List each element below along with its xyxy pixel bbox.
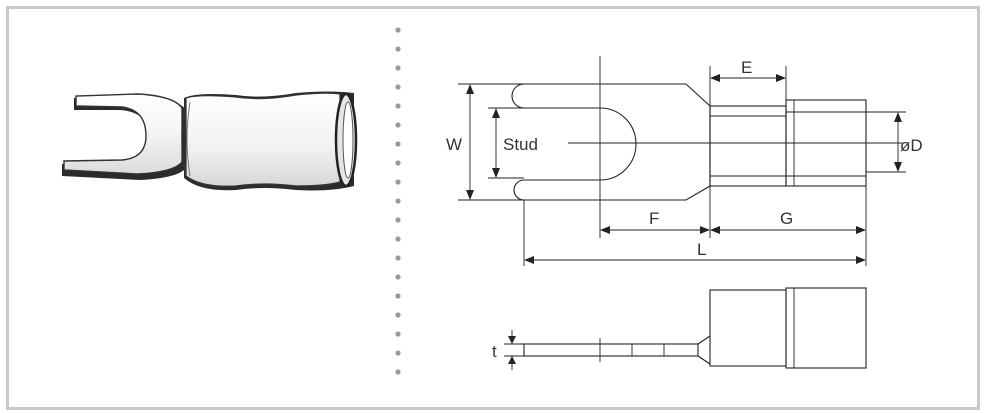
t-label: t (492, 342, 497, 361)
side-barrel-rear (709, 289, 787, 367)
divider-dot (395, 312, 401, 318)
f-label: F (649, 209, 659, 228)
divider-dot (395, 46, 401, 52)
divider-dot (395, 198, 401, 204)
sleeve-collar (181, 99, 187, 179)
divider-dots (395, 27, 401, 375)
divider-dot (395, 350, 401, 356)
divider-dot (395, 27, 401, 33)
fork-body (63, 93, 183, 175)
divider-dot (395, 65, 401, 71)
barrel-rear (709, 105, 787, 187)
w-label: W (446, 135, 462, 154)
top-view-drawing: W Stud øD E F G L (446, 56, 923, 266)
figure-frame (6, 6, 980, 410)
divider-dot (395, 331, 401, 337)
divider-dot (395, 122, 401, 128)
divider-dot (395, 103, 401, 109)
side-tongue (523, 343, 699, 357)
divider-dot (395, 179, 401, 185)
divider-dot (395, 141, 401, 147)
g-label: G (780, 209, 793, 228)
fork-outline (511, 83, 711, 201)
l-label: L (697, 240, 706, 259)
sleeve-face (185, 92, 341, 187)
divider-dot (395, 84, 401, 90)
divider-dot (395, 160, 401, 166)
e-label: E (741, 58, 752, 77)
divider-dot (395, 236, 401, 242)
side-view-drawing: t (492, 287, 867, 370)
stud-label: Stud (503, 135, 538, 154)
d-label: øD (900, 136, 923, 155)
divider-dot (395, 217, 401, 223)
side-barrel-sleeve (785, 287, 867, 369)
divider-dot (395, 369, 401, 375)
divider-dot (395, 293, 401, 299)
divider-dot (395, 274, 401, 280)
divider-dot (395, 255, 401, 261)
spade-terminal-illustration (62, 91, 358, 191)
